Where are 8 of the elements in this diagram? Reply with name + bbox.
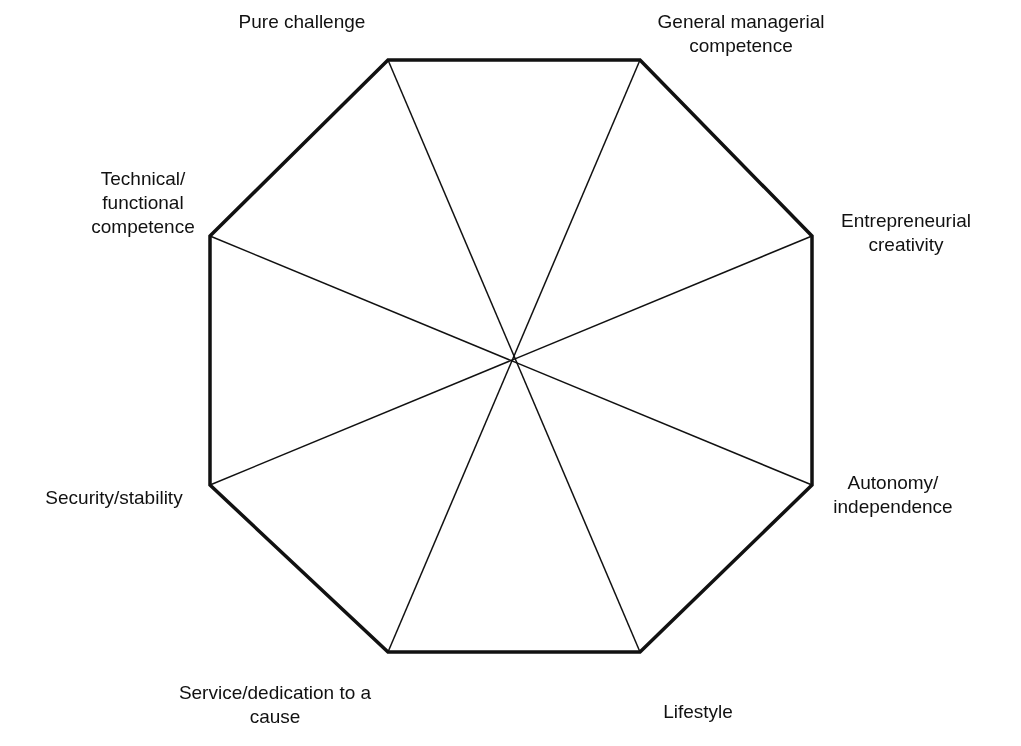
- vertex-label: Security/stability: [44, 486, 184, 510]
- vertex-label: Autonomy/ independence: [832, 471, 954, 519]
- vertex-label: Service/dedication to a cause: [177, 681, 373, 729]
- vertex-label: Lifestyle: [662, 700, 734, 724]
- vertex-label: General managerial competence: [656, 10, 826, 58]
- vertex-label: Technical/ functional competence: [90, 167, 196, 239]
- vertex-label: Pure challenge: [237, 10, 367, 34]
- vertex-label: Entrepreneurial creativity: [840, 209, 972, 257]
